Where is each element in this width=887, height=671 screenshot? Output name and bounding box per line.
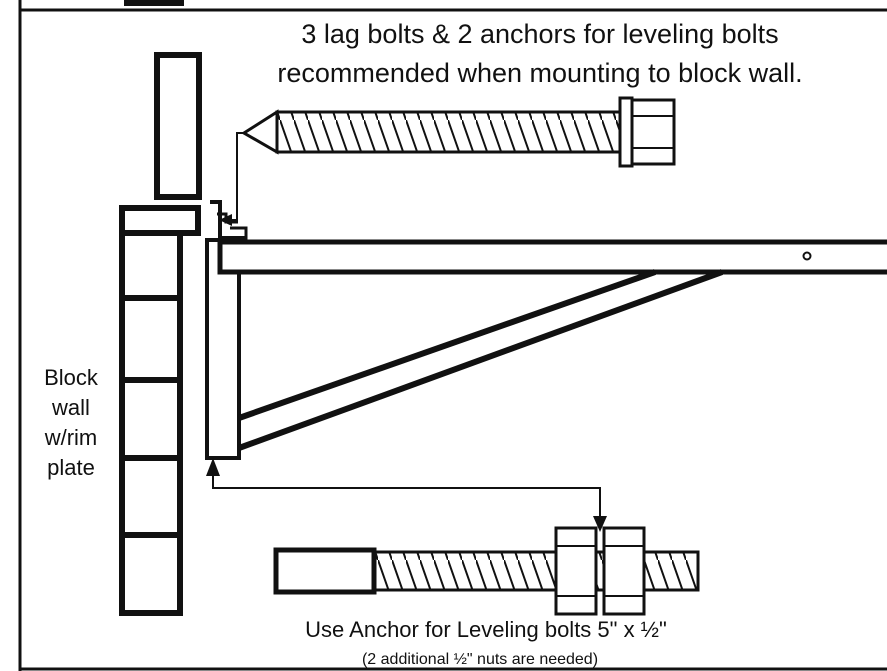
footer-note: (2 additional ½" nuts are needed) (362, 651, 598, 668)
block-wall (119, 230, 183, 616)
bracket-arm (217, 239, 887, 275)
diagram-frame (18, 0, 887, 671)
wall-label-line-2: wall (51, 395, 90, 420)
wall-label-line-4: plate (47, 455, 95, 480)
header-line-1: 3 lag bolts & 2 anchors for leveling bol… (301, 19, 778, 49)
anchor-leveling-bolt (273, 526, 700, 616)
arm-hole (802, 251, 812, 261)
wall-label-line-1: Block (44, 365, 99, 390)
wall-label-line-3: w/rim (44, 425, 98, 450)
diagonal-brace (237, 269, 724, 451)
footer-title: Use Anchor for Leveling bolts 5" x ½" (305, 617, 667, 642)
wall-cap-block (119, 205, 201, 236)
lag-bolt (241, 96, 676, 168)
rim-plate (154, 52, 202, 200)
header-line-2: recommended when mounting to block wall. (277, 58, 802, 88)
leveling-bolt-leader (206, 458, 607, 532)
lag-bolt-leader (219, 132, 244, 226)
